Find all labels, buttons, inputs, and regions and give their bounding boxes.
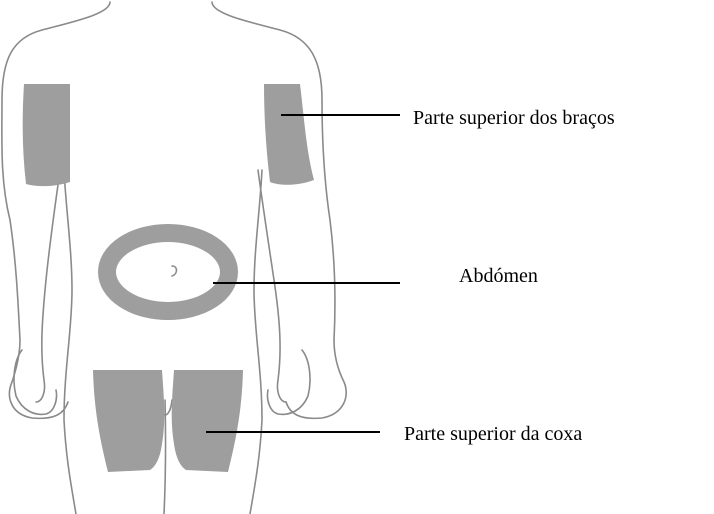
label-upper-arms: Parte superior dos braços xyxy=(413,108,615,128)
abdomen-area xyxy=(107,233,229,311)
body-outline-left-inner-arm xyxy=(36,170,60,402)
body-outline-right-torso xyxy=(250,170,262,514)
upper-thigh-area-right xyxy=(172,370,243,472)
body-outline-left-torso xyxy=(64,170,76,514)
upper-thigh-area-left xyxy=(93,370,164,472)
upper-arm-area-right xyxy=(264,84,314,185)
upper-arm-area-left xyxy=(23,84,70,186)
body-outline-right-hand xyxy=(267,350,310,414)
body-outline-right-inner-arm xyxy=(258,170,286,402)
body-outline-left-hand xyxy=(14,350,57,414)
label-upper-thigh: Parte superior da coxa xyxy=(404,424,582,444)
label-abdomen: Abdómen xyxy=(459,266,538,286)
navel-icon xyxy=(172,266,177,276)
